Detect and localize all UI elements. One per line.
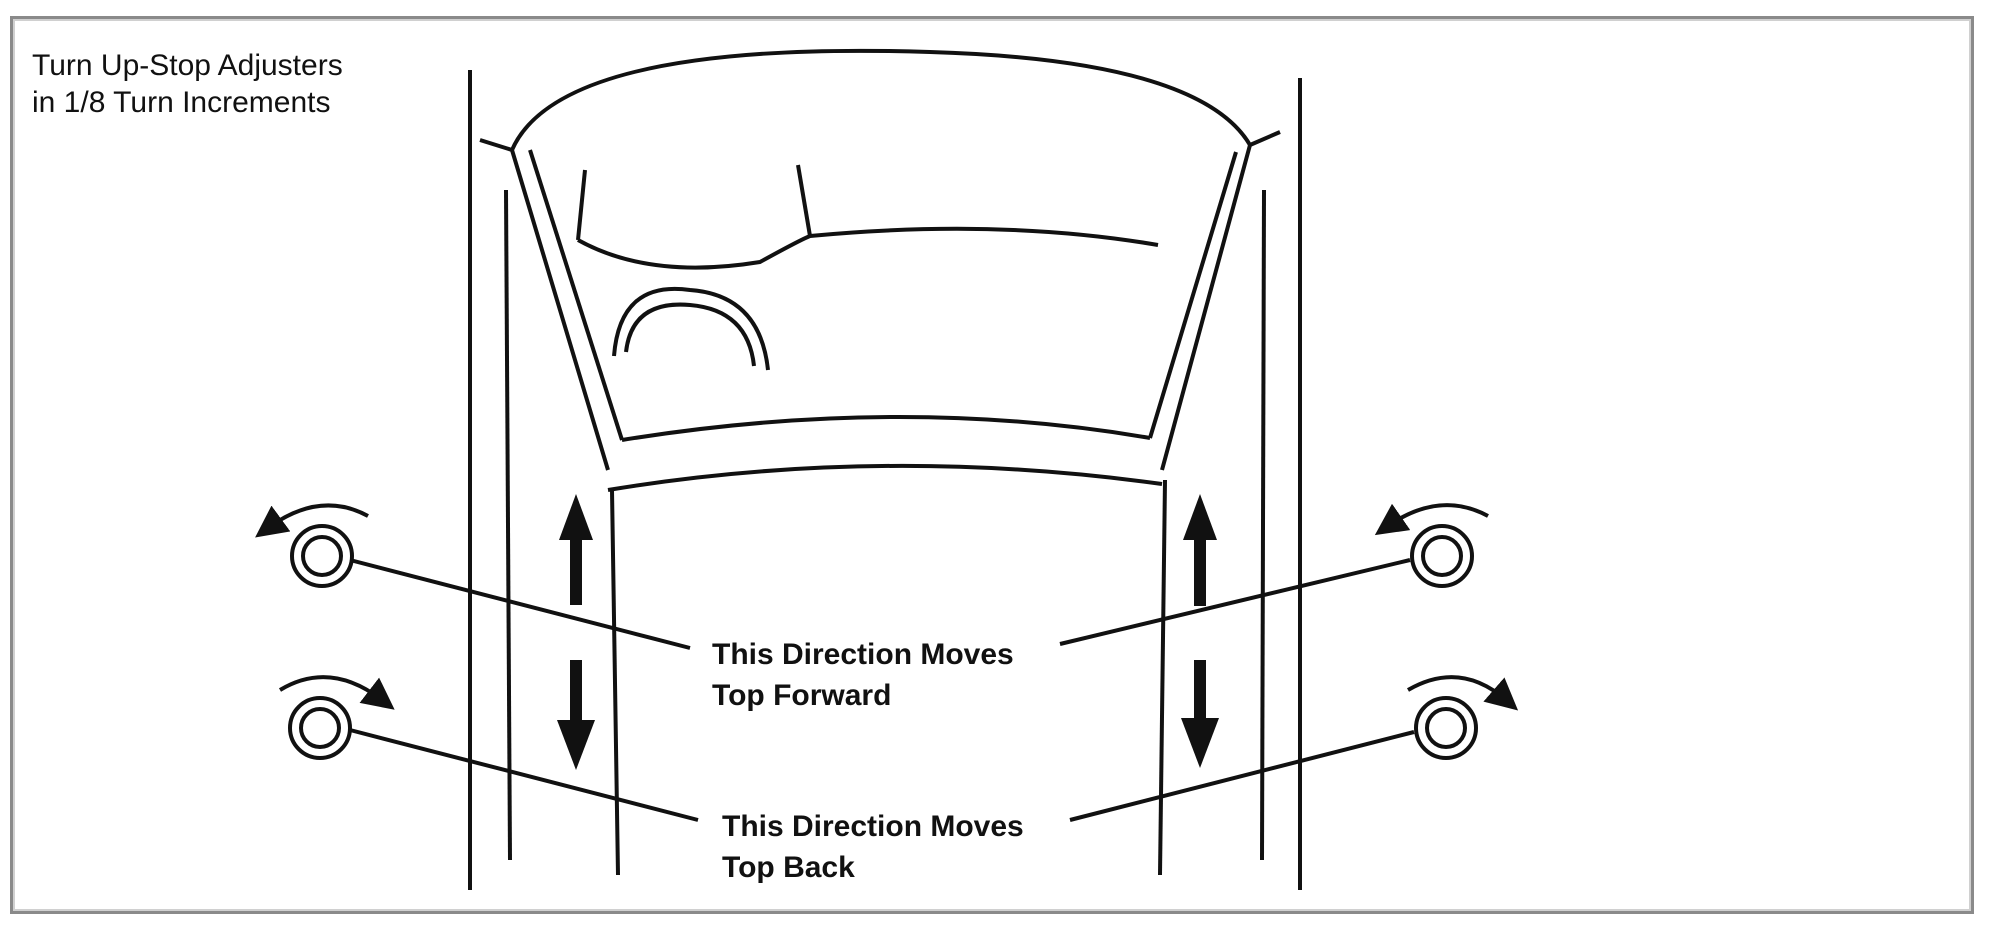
cowl-curve [607,463,1163,492]
left-down-arrow-head [557,720,595,770]
windshield [479,48,1281,492]
right-bottom-clockwise-arrow-icon [1407,675,1519,711]
windshield-top-arc [510,48,1252,151]
left-pillar-edge-line [610,489,620,876]
left-corner-tab [479,138,513,152]
left-bottom-adjuster-icon [288,696,352,760]
left-down-arrow-shaft [570,660,582,732]
left-inner-edge [528,149,624,441]
back-right-leader [1069,730,1415,822]
steering-wheel-inner [624,302,756,367]
left-inner-pillar-line [504,189,512,861]
left-bottom-clockwise-arrow-icon [278,675,395,710]
right-down-arrow-shaft [1194,660,1206,730]
dash-left-line [576,169,587,241]
windshield-lower-curve [621,415,1151,442]
left-up-arrow-shaft [570,530,582,605]
right-up-arrow-head [1183,494,1217,540]
left-top-adjuster-icon [290,524,354,588]
forward-right-leader [1059,558,1411,646]
leader-lines [349,558,1415,822]
forward-label-line-1: This Direction Moves [712,638,1014,671]
adjuster-bolts [288,524,1478,760]
dash-curve [577,234,811,270]
left-outer-edge [510,149,610,471]
callout-labels: This Direction Moves Top Forward This Di… [712,638,1024,884]
direction-arrows [557,494,1219,770]
right-outer-edge [1160,144,1252,471]
forward-label-line-2: Top Forward [712,679,891,712]
right-pillar-edge-line [1158,479,1167,876]
rotation-arrows [255,503,1519,711]
steering-wheel-outer [612,286,770,371]
right-top-adjuster-icon [1410,524,1474,588]
instruction-text: Turn Up-Stop Adjusters in 1/8 Turn Incre… [32,49,343,119]
right-top-counterclockwise-arrow-icon [1374,503,1489,536]
forward-left-leader [349,558,691,650]
right-bottom-adjuster-icon [1414,696,1478,760]
dash-right-curve [809,226,1159,247]
right-corner-tab [1249,130,1281,147]
back-label-line-1: This Direction Moves [722,810,1024,843]
instruction-line-1: Turn Up-Stop Adjusters [32,49,343,82]
right-inner-pillar-line [1260,189,1266,861]
right-inner-edge [1148,151,1238,439]
right-up-arrow-shaft [1194,528,1206,606]
instruction-line-2: in 1/8 Turn Increments [32,86,330,119]
right-down-arrow-head [1181,718,1219,768]
diagram-frame [10,16,1974,914]
dash-divider [796,164,812,237]
left-top-counterclockwise-arrow-icon [255,503,369,538]
left-up-arrow-head [559,494,593,540]
back-left-leader [349,728,699,822]
windshield-pillars [468,70,1302,890]
back-label-line-2: Top Back [722,851,855,884]
